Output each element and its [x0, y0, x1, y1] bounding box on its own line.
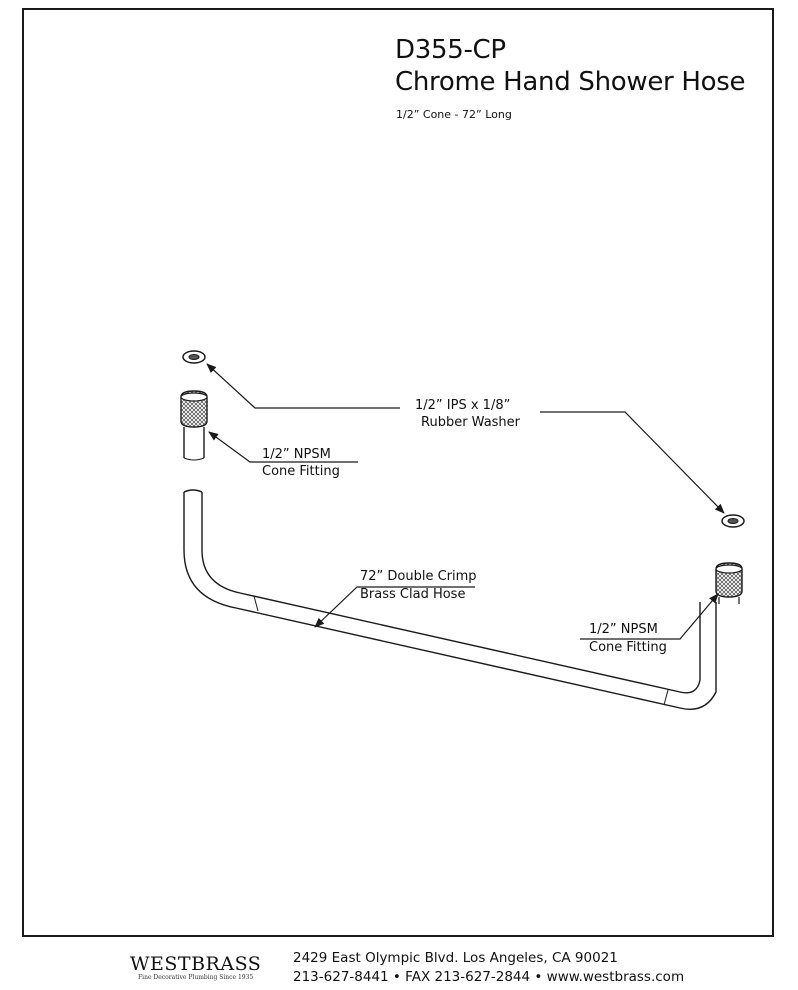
hose-label-material: Brass Clad Hose: [360, 587, 466, 602]
brand-logo: WESTBRASS Fine Decorative Plumbing Since…: [130, 954, 261, 982]
washer-label-size: 1/2” IPS x 1/8”: [415, 398, 511, 413]
left-fitting-label-name: Cone Fitting: [262, 464, 340, 479]
right-cone-fitting: [715, 562, 743, 604]
model-number: D355-CP: [395, 35, 506, 65]
left-washer: [182, 350, 206, 364]
right-washer: [721, 514, 745, 528]
left-fitting-label-size: 1/2” NPSM: [262, 447, 331, 462]
brand-tagline: Fine Decorative Plumbing Since 1935: [138, 974, 254, 981]
hose-leader: [314, 586, 475, 628]
product-spec: 1/2” Cone - 72” Long: [396, 108, 512, 121]
right-fitting-leader: [580, 593, 719, 640]
company-address: 2429 East Olympic Blvd. Los Angeles, CA …: [293, 950, 618, 966]
right-fitting-label-name: Cone Fitting: [589, 640, 667, 655]
brand-name: WESTBRASS: [130, 953, 262, 975]
drawing-frame: [22, 8, 774, 937]
hose: [183, 489, 717, 710]
left-cone-fitting: [180, 390, 208, 461]
company-contact: 213-627-8441 • FAX 213-627-2844 • www.we…: [293, 969, 685, 985]
washer-label-name: Rubber Washer: [421, 415, 521, 430]
hose-label-type: 72” Double Crimp: [360, 569, 477, 584]
washer-leader-left: [206, 363, 400, 409]
product-name: Chrome Hand Shower Hose: [395, 67, 746, 97]
washer-leader-right: [540, 411, 725, 514]
right-fitting-label-size: 1/2” NPSM: [589, 622, 658, 637]
left-fitting-leader: [208, 431, 358, 463]
